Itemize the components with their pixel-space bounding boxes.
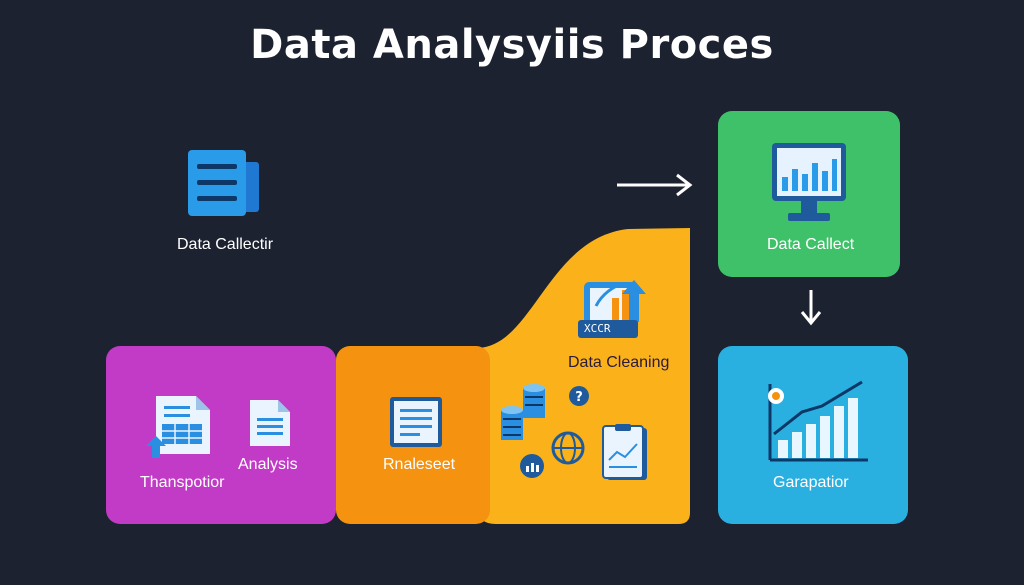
data-cleaning-shape	[478, 228, 694, 525]
growth-chart-icon	[762, 378, 872, 468]
clipboard-icon	[601, 424, 651, 482]
spreadsheet-upload-icon	[144, 394, 216, 460]
chart-bubble-icon	[519, 453, 545, 479]
arrow-right-icon	[615, 172, 695, 198]
diagram-title: Data Analysyiis Proces	[250, 22, 774, 68]
data-collector-label: Data Callectir	[177, 236, 274, 253]
visualization-label: Garapatior	[773, 474, 849, 491]
svg-text:?: ?	[575, 390, 583, 405]
data-cleaning-label: Data Cleaning	[568, 354, 670, 371]
database-icon	[497, 384, 553, 448]
release-label: Rnaleseet	[383, 456, 456, 473]
data-collect-label: Data Callect	[767, 236, 855, 253]
document-stack-icon	[185, 148, 265, 218]
transportation-block	[106, 346, 336, 524]
document-icon	[248, 398, 292, 448]
badge-xccr: XCCR	[584, 322, 611, 335]
globe-icon	[551, 431, 585, 465]
chart-trend-icon	[576, 276, 658, 346]
help-icon: ?	[568, 385, 590, 407]
arrow-down-icon	[799, 288, 823, 328]
transportation-label: Thanspotior	[140, 474, 225, 491]
report-document-icon	[388, 395, 444, 449]
analysis-label: Analysis	[238, 456, 298, 473]
monitor-chart-icon	[770, 141, 848, 225]
